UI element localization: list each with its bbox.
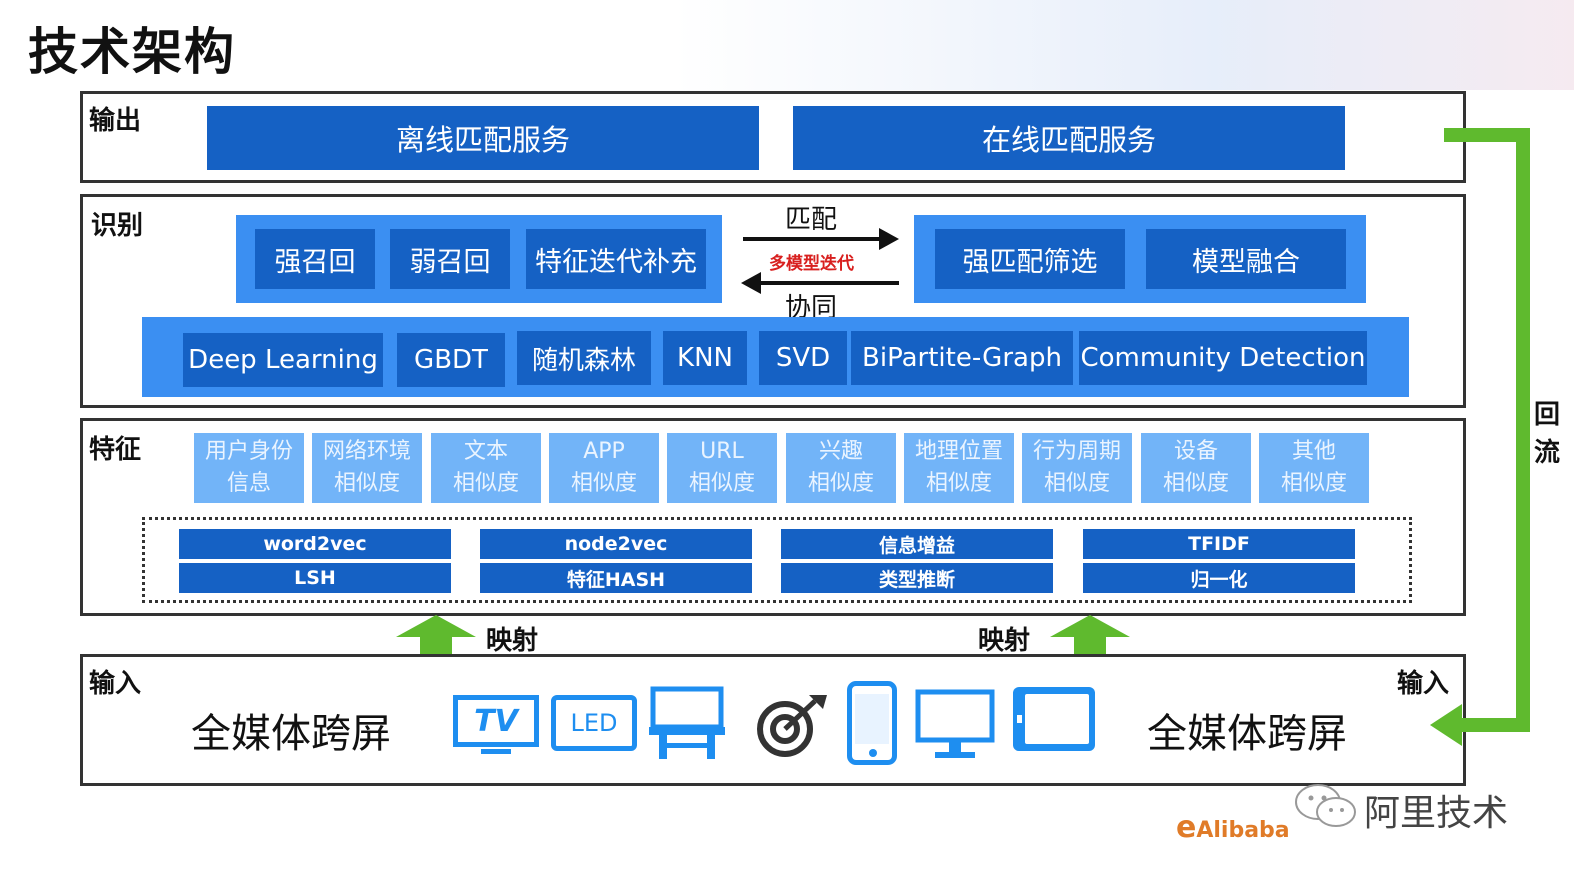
feature-item-line: 相似度 <box>570 471 637 496</box>
input-layer-label-right: 输入 <box>1396 669 1449 699</box>
feature-item: 网络环境相似度 <box>312 433 422 503</box>
target-icon <box>753 693 829 757</box>
feature-item: APP 相似度 <box>549 433 659 503</box>
feature-item-line: 用户身份 <box>204 439 293 464</box>
offline-matching-service: 离线匹配服务 <box>207 106 759 170</box>
technique-item: word2vec <box>179 529 451 559</box>
strong-recall: 强召回 <box>255 229 375 289</box>
arrow-left-head <box>741 272 761 294</box>
feedback-label-1: 回 <box>1534 400 1561 430</box>
technique-item: 归一化 <box>1083 563 1355 593</box>
algo-random-forest: 随机森林 <box>517 331 651 385</box>
tv-text: TV <box>474 703 518 739</box>
output-layer-label: 输出 <box>89 106 142 136</box>
feedback-line-vertical <box>1516 128 1530 732</box>
tv-icon: TV <box>453 695 539 757</box>
all-media-cross-screen-left: 全媒体跨屏 <box>191 711 391 757</box>
technique-item: node2vec <box>480 529 752 559</box>
feature-iteration: 特征迭代补充 <box>526 229 706 289</box>
alibaba-logo-text: Alibaba <box>1196 818 1290 843</box>
mapping-arrow-right-icon <box>1050 615 1130 661</box>
multi-model-iteration: 多模型迭代 <box>769 254 854 274</box>
algo-gbdt: GBDT <box>397 333 505 387</box>
identification-layer: 识别 强召回 弱召回 特征迭代补充 匹配 多模型迭代 协同 强匹配筛选 模型融合… <box>80 194 1466 408</box>
algo-svd: SVD <box>759 331 847 385</box>
mapping-label-left: 映射 <box>486 626 539 656</box>
identification-layer-label: 识别 <box>91 211 144 241</box>
feature-item-line: 其他 <box>1291 439 1336 464</box>
feature-item-line: 相似度 <box>925 471 992 496</box>
output-layer: 输出 离线匹配服务 在线匹配服务 <box>80 91 1466 183</box>
technique-item: LSH <box>179 563 451 593</box>
algo-knn: KNN <box>663 331 747 385</box>
feature-item-line: URL <box>700 439 744 464</box>
feature-item: 设备相似度 <box>1141 433 1251 503</box>
mapping-arrow-left-icon <box>396 615 476 661</box>
feature-item: 文本相似度 <box>431 433 541 503</box>
feature-item-line: 网络环境 <box>322 439 411 464</box>
arrow-right-line <box>743 237 883 241</box>
online-matching-service: 在线匹配服务 <box>793 106 1345 170</box>
match-label: 匹配 <box>785 205 838 235</box>
feature-item-line: 相似度 <box>333 471 400 496</box>
background-decoration <box>674 0 1574 90</box>
wechat-account-name: 阿里技术 <box>1364 793 1509 834</box>
led-text: LED <box>570 709 618 737</box>
tablet-icon <box>1013 687 1095 751</box>
feature-item-line: 相似度 <box>1280 471 1347 496</box>
feature-item: 地理位置相似度 <box>904 433 1014 503</box>
feature-item: 行为周期相似度 <box>1022 433 1132 503</box>
input-layer-label-left: 输入 <box>89 669 142 699</box>
wechat-icon <box>1294 784 1358 828</box>
feature-item-line: 相似度 <box>1162 471 1229 496</box>
feedback-arrow-head-icon <box>1430 704 1462 746</box>
feature-item-line: 文本 <box>463 439 508 464</box>
feature-item-line: 行为周期 <box>1032 439 1121 464</box>
algo-bipartite-graph: BiPartite-Graph <box>851 331 1073 385</box>
phone-icon <box>847 681 897 765</box>
technique-item: 类型推断 <box>781 563 1053 593</box>
feature-item-line: 兴趣 <box>818 439 863 464</box>
led-icon: LED <box>551 695 637 751</box>
feature-item: URL 相似度 <box>667 433 777 503</box>
feature-item: 用户身份信息 <box>194 433 304 503</box>
feature-item: 兴趣相似度 <box>786 433 896 503</box>
feature-item: 其他相似度 <box>1259 433 1369 503</box>
feature-item-line: 设备 <box>1173 439 1218 464</box>
technique-item: 特征HASH <box>480 563 752 593</box>
feature-item-line: 信息 <box>226 471 271 496</box>
page-title: 技术架构 <box>28 23 236 81</box>
all-media-cross-screen-right: 全媒体跨屏 <box>1147 711 1347 757</box>
weak-recall: 弱召回 <box>390 229 510 289</box>
arrow-left-line <box>759 281 899 285</box>
feedback-line-top <box>1444 128 1530 142</box>
feature-item-line: 相似度 <box>688 471 755 496</box>
feature-item-line: 地理位置 <box>914 439 1003 464</box>
billboard-icon <box>649 685 725 761</box>
technique-item: TFIDF <box>1083 529 1355 559</box>
arrow-right-head <box>879 228 899 250</box>
feature-item-line: APP <box>583 439 625 464</box>
feedback-label-2: 流 <box>1534 438 1561 468</box>
feature-layer-label: 特征 <box>89 435 142 465</box>
input-layer: 输入 输入 全媒体跨屏 全媒体跨屏 TV LED <box>80 654 1466 786</box>
feature-item-line: 相似度 <box>807 471 874 496</box>
algo-community-detection: Community Detection <box>1079 331 1367 385</box>
feature-item-line: 相似度 <box>1043 471 1110 496</box>
technique-item: 信息增益 <box>781 529 1053 559</box>
mapping-label-right: 映射 <box>978 626 1031 656</box>
desktop-icon <box>915 689 995 761</box>
alibaba-logo: eAlibaba <box>1176 810 1290 845</box>
feedback-line-bottom <box>1460 718 1530 732</box>
feature-item-line: 相似度 <box>452 471 519 496</box>
strong-match-filter: 强匹配筛选 <box>935 229 1125 289</box>
technique-group <box>142 517 1412 603</box>
algo-deep-learning: Deep Learning <box>183 333 383 387</box>
model-fusion: 模型融合 <box>1146 229 1346 289</box>
